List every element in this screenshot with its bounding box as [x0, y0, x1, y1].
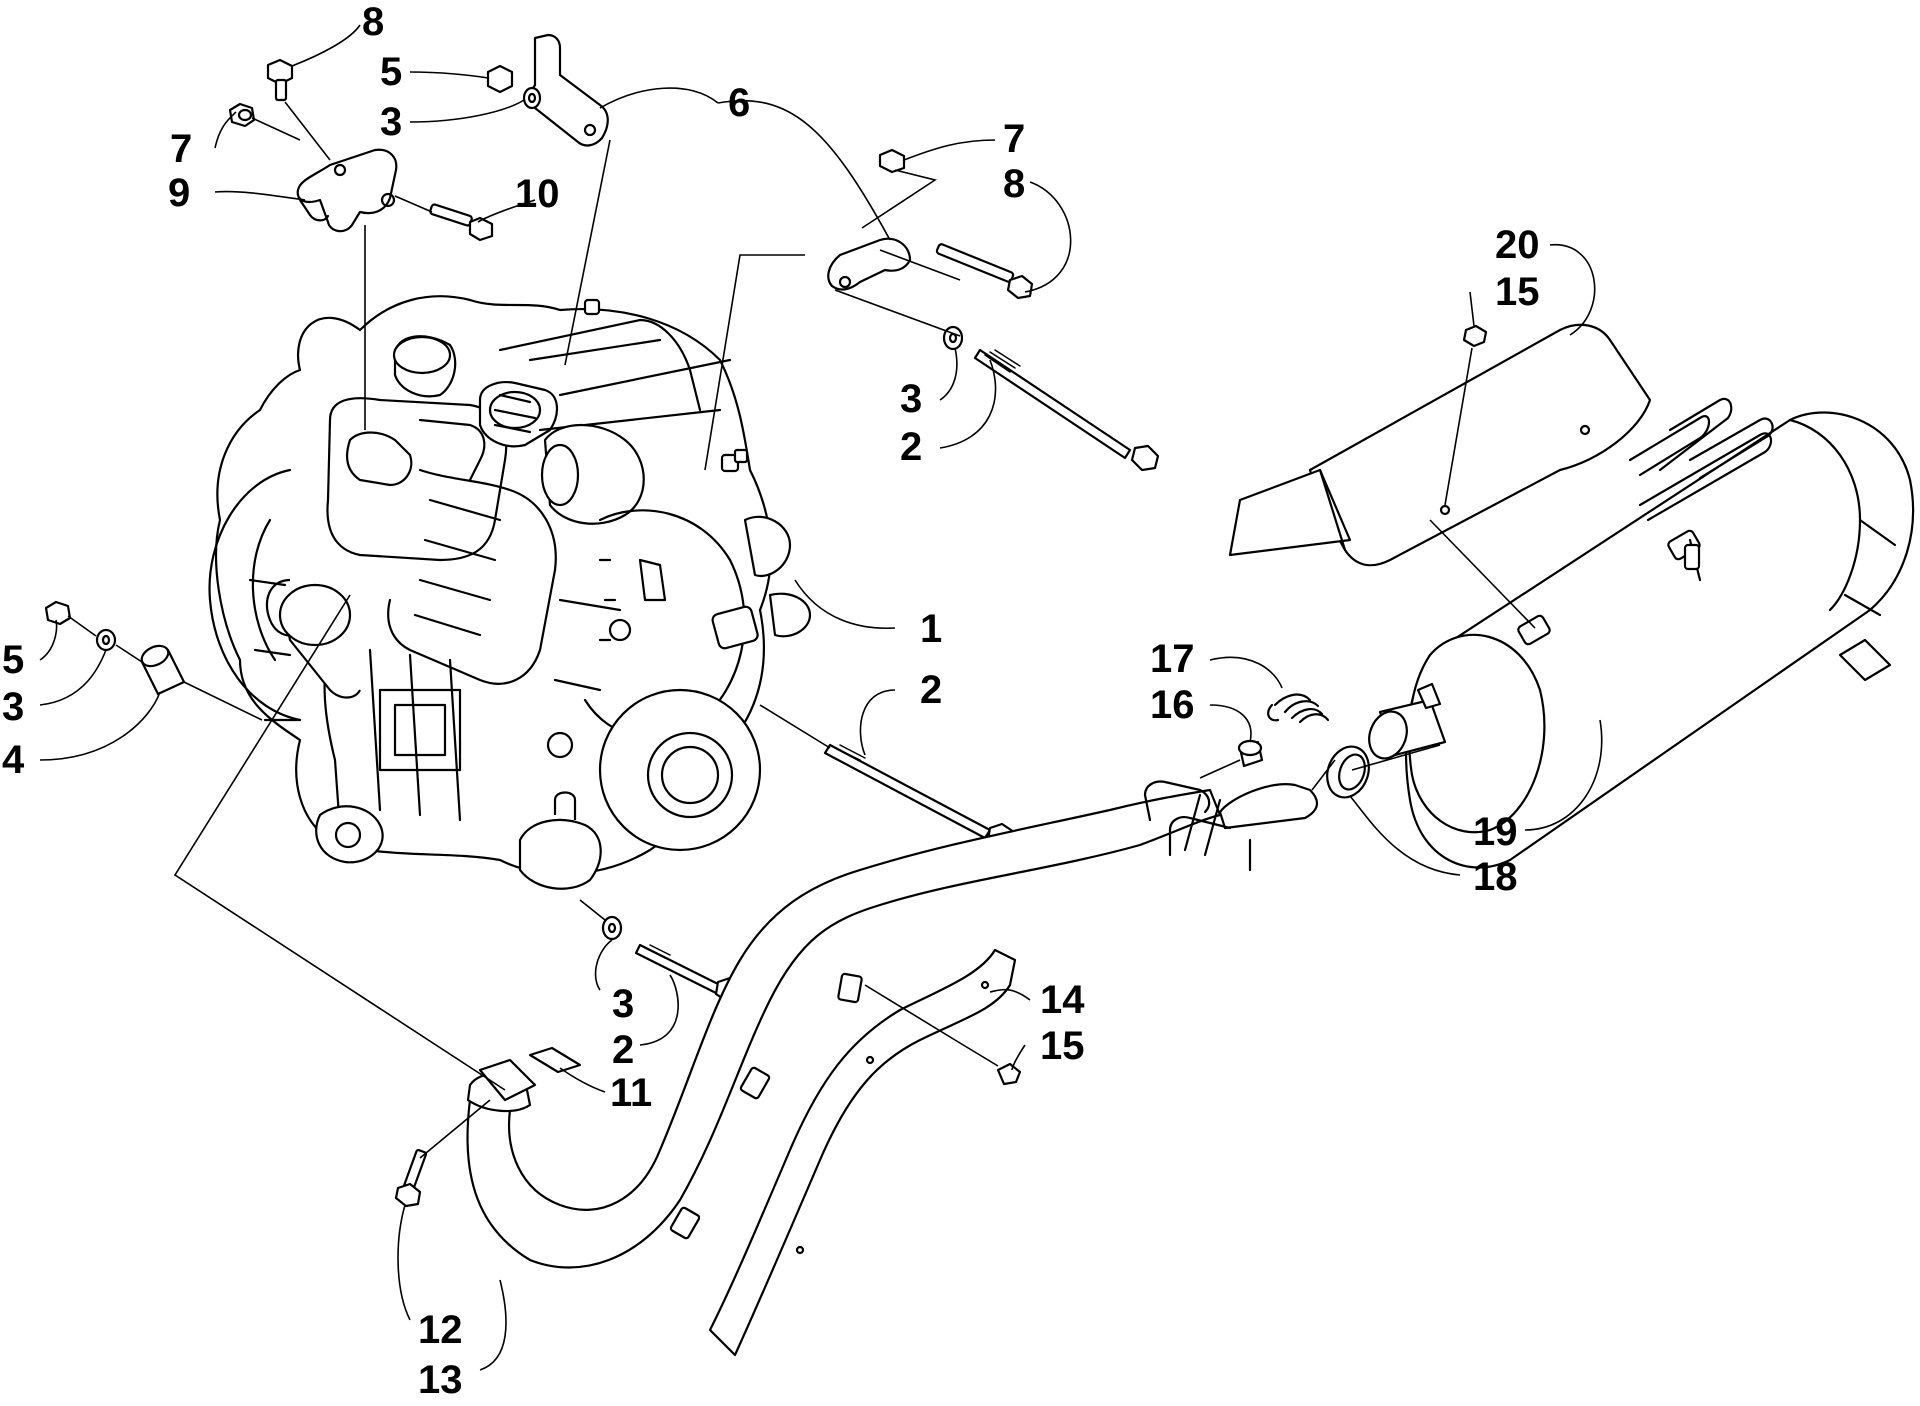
- callout-15-upper: 15: [1495, 270, 1540, 314]
- engine-assembly: [208, 295, 812, 890]
- nut-5-top: [486, 64, 514, 94]
- washer-3-top: [522, 86, 542, 110]
- stud-2-right-upper: [973, 348, 1160, 472]
- heat-shield-14: [708, 948, 1017, 1357]
- bolt-8-right: [935, 243, 1034, 300]
- callout-3-lower: 3: [612, 982, 634, 1026]
- spacer-4: [140, 644, 186, 696]
- callout-1: 1: [920, 607, 942, 651]
- callout-13: 13: [418, 1358, 463, 1402]
- callout-5-top: 5: [380, 50, 402, 94]
- callout-8-top-left: 8: [362, 0, 384, 44]
- callout-3-top: 3: [380, 100, 402, 144]
- callout-19: 19: [1473, 810, 1518, 854]
- screw-15-upper: [1462, 324, 1488, 348]
- callout-18: 18: [1473, 855, 1518, 899]
- callout-2-right-upper: 2: [900, 425, 922, 469]
- spring-17: [1267, 693, 1330, 724]
- callout-7-left: 7: [170, 127, 192, 171]
- callout-5-left: 5: [2, 638, 24, 682]
- nut-7-right: [878, 148, 906, 174]
- bolt-8-top-left: [266, 58, 294, 102]
- callout-11: 11: [610, 1071, 652, 1115]
- callout-15-lower: 15: [1040, 1024, 1085, 1068]
- bracket-9: [296, 148, 398, 233]
- muffler-19: [1368, 397, 1915, 869]
- callout-14: 14: [1040, 978, 1085, 1022]
- callout-8-right: 8: [1003, 162, 1025, 206]
- callout-20: 20: [1495, 223, 1540, 267]
- heat-shield-20: [1228, 323, 1773, 567]
- grommet-16: [1237, 739, 1264, 768]
- callout-3-left: 3: [2, 685, 24, 729]
- callout-6: 6: [728, 81, 750, 125]
- callout-12: 12: [418, 1308, 463, 1352]
- bolt-12: [394, 1148, 428, 1208]
- bracket-6-lower: [827, 237, 912, 291]
- exhaust-pipe-13: [466, 780, 1318, 1269]
- gasket-11: [528, 1046, 582, 1074]
- callout-labels: 8 5 3 6 7 9 10 7 8 20 15 3 2 1 2 17 16 5…: [2, 0, 1540, 1402]
- callout-17: 17: [1150, 637, 1195, 681]
- washer-3-left: [95, 628, 117, 652]
- stud-2-right-lower: [823, 743, 1016, 850]
- nut-7-top-left: [228, 102, 256, 128]
- callout-3-right: 3: [900, 377, 922, 421]
- callout-2-right-lower: 2: [920, 668, 942, 712]
- screw-15-lower: [996, 1062, 1022, 1086]
- callout-2-lower: 2: [612, 1028, 634, 1072]
- callout-16: 16: [1150, 683, 1195, 727]
- washer-3-lower: [601, 915, 623, 941]
- callout-4: 4: [2, 738, 25, 782]
- bracket-6-upper: [529, 33, 609, 147]
- nut-5-left: [44, 600, 72, 626]
- callout-10: 10: [515, 172, 560, 216]
- gasket-18: [1326, 745, 1370, 799]
- bolt-10: [429, 203, 494, 242]
- callout-9: 9: [168, 171, 190, 215]
- callout-7-right: 7: [1003, 117, 1025, 161]
